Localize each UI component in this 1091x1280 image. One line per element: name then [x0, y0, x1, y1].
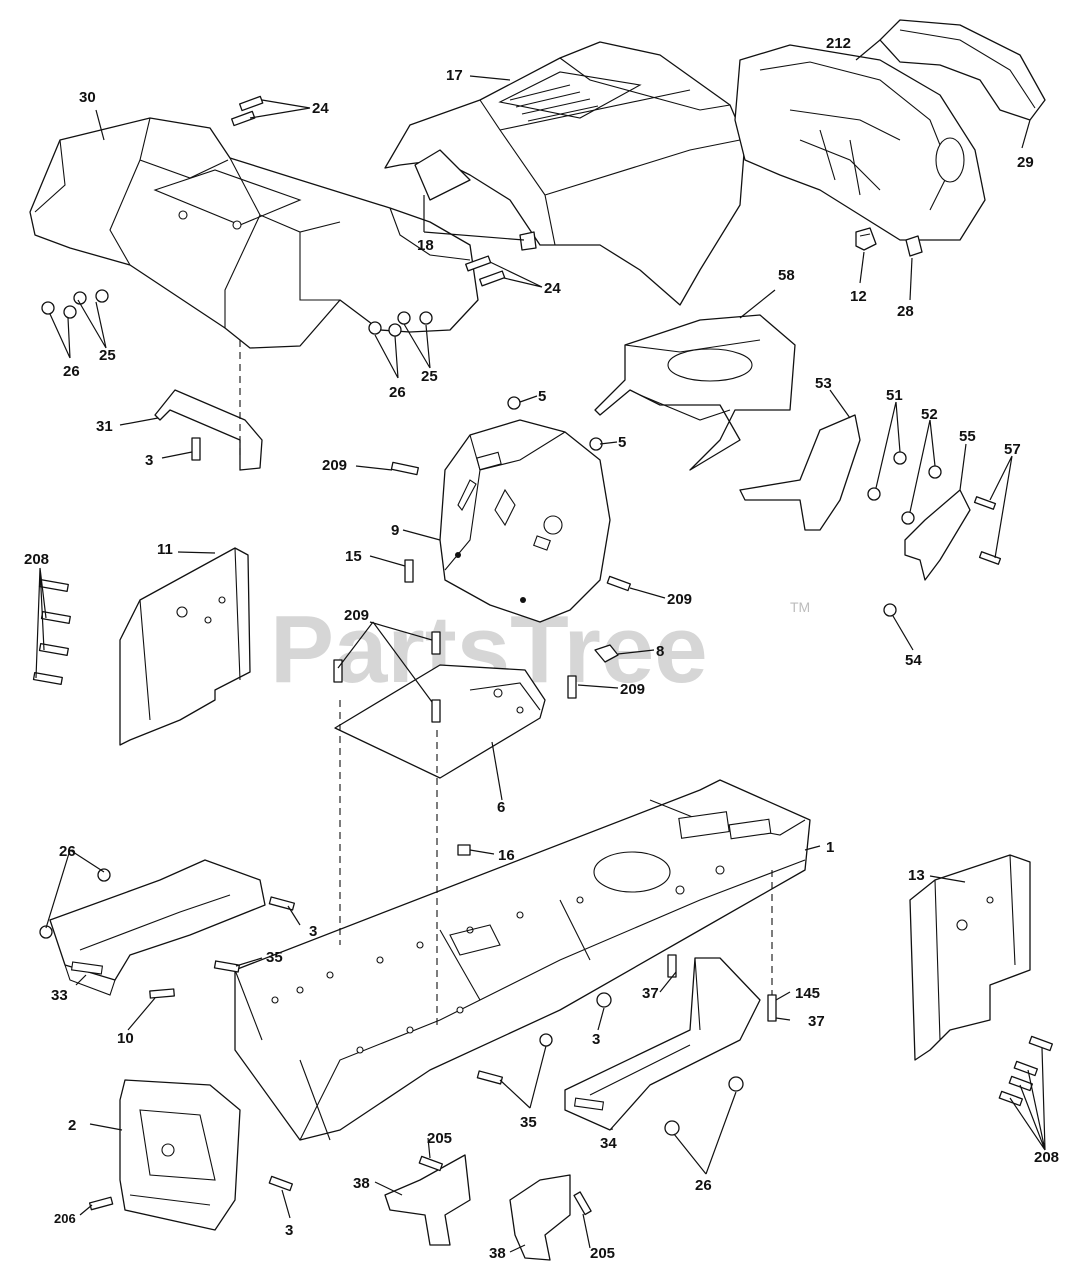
part-13-side-panel — [909, 854, 1031, 1061]
part-28-clip — [905, 235, 923, 257]
callout-209-d: 209 — [620, 681, 645, 698]
part-31-bracket — [154, 389, 263, 471]
callout-54: 54 — [905, 652, 922, 669]
callout-1: 1 — [826, 839, 834, 856]
callout-17: 17 — [446, 67, 463, 84]
callout-33: 33 — [51, 987, 68, 1004]
callout-10: 10 — [117, 1030, 134, 1047]
callout-26-c: 26 — [59, 843, 76, 860]
callout-25-b: 25 — [421, 368, 438, 385]
callout-212: 212 — [826, 35, 851, 52]
callout-6: 6 — [497, 799, 505, 816]
callout-57: 57 — [1004, 441, 1021, 458]
callout-11: 11 — [157, 541, 173, 558]
part-9-console — [439, 419, 611, 623]
callout-145: 145 — [795, 985, 820, 1002]
callout-25: 25 — [99, 347, 116, 364]
leader-lines — [35, 39, 1046, 1253]
callout-28: 28 — [897, 303, 914, 320]
part-53-bracket — [739, 414, 861, 531]
callout-2: 2 — [68, 1117, 76, 1134]
part-30-fender — [29, 117, 479, 349]
part-58-dash — [594, 314, 796, 471]
callout-205: 205 — [427, 1130, 452, 1147]
part-12-clip — [855, 227, 877, 251]
callout-208-b: 208 — [1034, 1149, 1059, 1166]
callout-35: 35 — [266, 949, 283, 966]
callout-37-b: 37 — [808, 1013, 825, 1030]
callouts: 30 24 17 18 24 25 26 25 26 31 3 5 5 209 … — [24, 35, 1059, 1262]
callout-26: 26 — [63, 363, 80, 380]
part-33-footrest — [49, 859, 266, 996]
callout-15: 15 — [345, 548, 362, 565]
callout-51: 51 — [886, 387, 903, 404]
callout-209: 209 — [322, 457, 347, 474]
assembly-lines — [239, 340, 773, 1030]
callout-208: 208 — [24, 551, 49, 568]
part-2-bracket — [119, 1079, 241, 1231]
callout-12: 12 — [850, 288, 867, 305]
callout-24: 24 — [312, 100, 329, 117]
callout-3-c: 3 — [592, 1031, 600, 1048]
callout-5: 5 — [538, 388, 546, 405]
callout-8: 8 — [656, 643, 664, 660]
part-1-frame — [234, 779, 811, 1141]
callout-52: 52 — [921, 406, 938, 423]
callout-26-d: 26 — [695, 1177, 712, 1194]
callout-24-b: 24 — [544, 280, 561, 297]
callout-3: 3 — [145, 452, 153, 469]
part-55-lever — [904, 489, 971, 581]
callout-26-b: 26 — [389, 384, 406, 401]
callout-53: 53 — [815, 375, 832, 392]
part-11-side-panel — [119, 547, 251, 746]
callout-38: 38 — [353, 1175, 370, 1192]
callout-37: 37 — [642, 985, 659, 1002]
callout-35-b: 35 — [520, 1114, 537, 1131]
part-212-grille — [734, 44, 986, 241]
callout-205-b: 205 — [590, 1245, 615, 1262]
part-34-footrest — [564, 957, 761, 1131]
callout-209-c: 209 — [344, 607, 369, 624]
callout-58: 58 — [778, 267, 795, 284]
watermark-trademark: TM — [790, 599, 810, 615]
callout-3-d: 3 — [285, 1222, 293, 1239]
callout-13: 13 — [908, 867, 925, 884]
callout-55: 55 — [959, 428, 976, 445]
part-38-linkage-b — [509, 1174, 571, 1261]
callout-30: 30 — [79, 89, 96, 106]
callout-206: 206 — [54, 1211, 76, 1226]
callout-38-b: 38 — [489, 1245, 506, 1262]
callout-16: 16 — [498, 847, 515, 864]
hardware — [32, 95, 1054, 1216]
callout-31: 31 — [96, 418, 113, 435]
part-38-linkage — [384, 1154, 471, 1246]
part-17-hood — [384, 41, 746, 306]
callout-5-b: 5 — [618, 434, 626, 451]
callout-9: 9 — [391, 522, 399, 539]
callout-18: 18 — [417, 237, 434, 254]
callout-3-b: 3 — [309, 923, 317, 940]
callout-29: 29 — [1017, 154, 1034, 171]
callout-34: 34 — [600, 1135, 617, 1152]
callout-209-b: 209 — [667, 591, 692, 608]
